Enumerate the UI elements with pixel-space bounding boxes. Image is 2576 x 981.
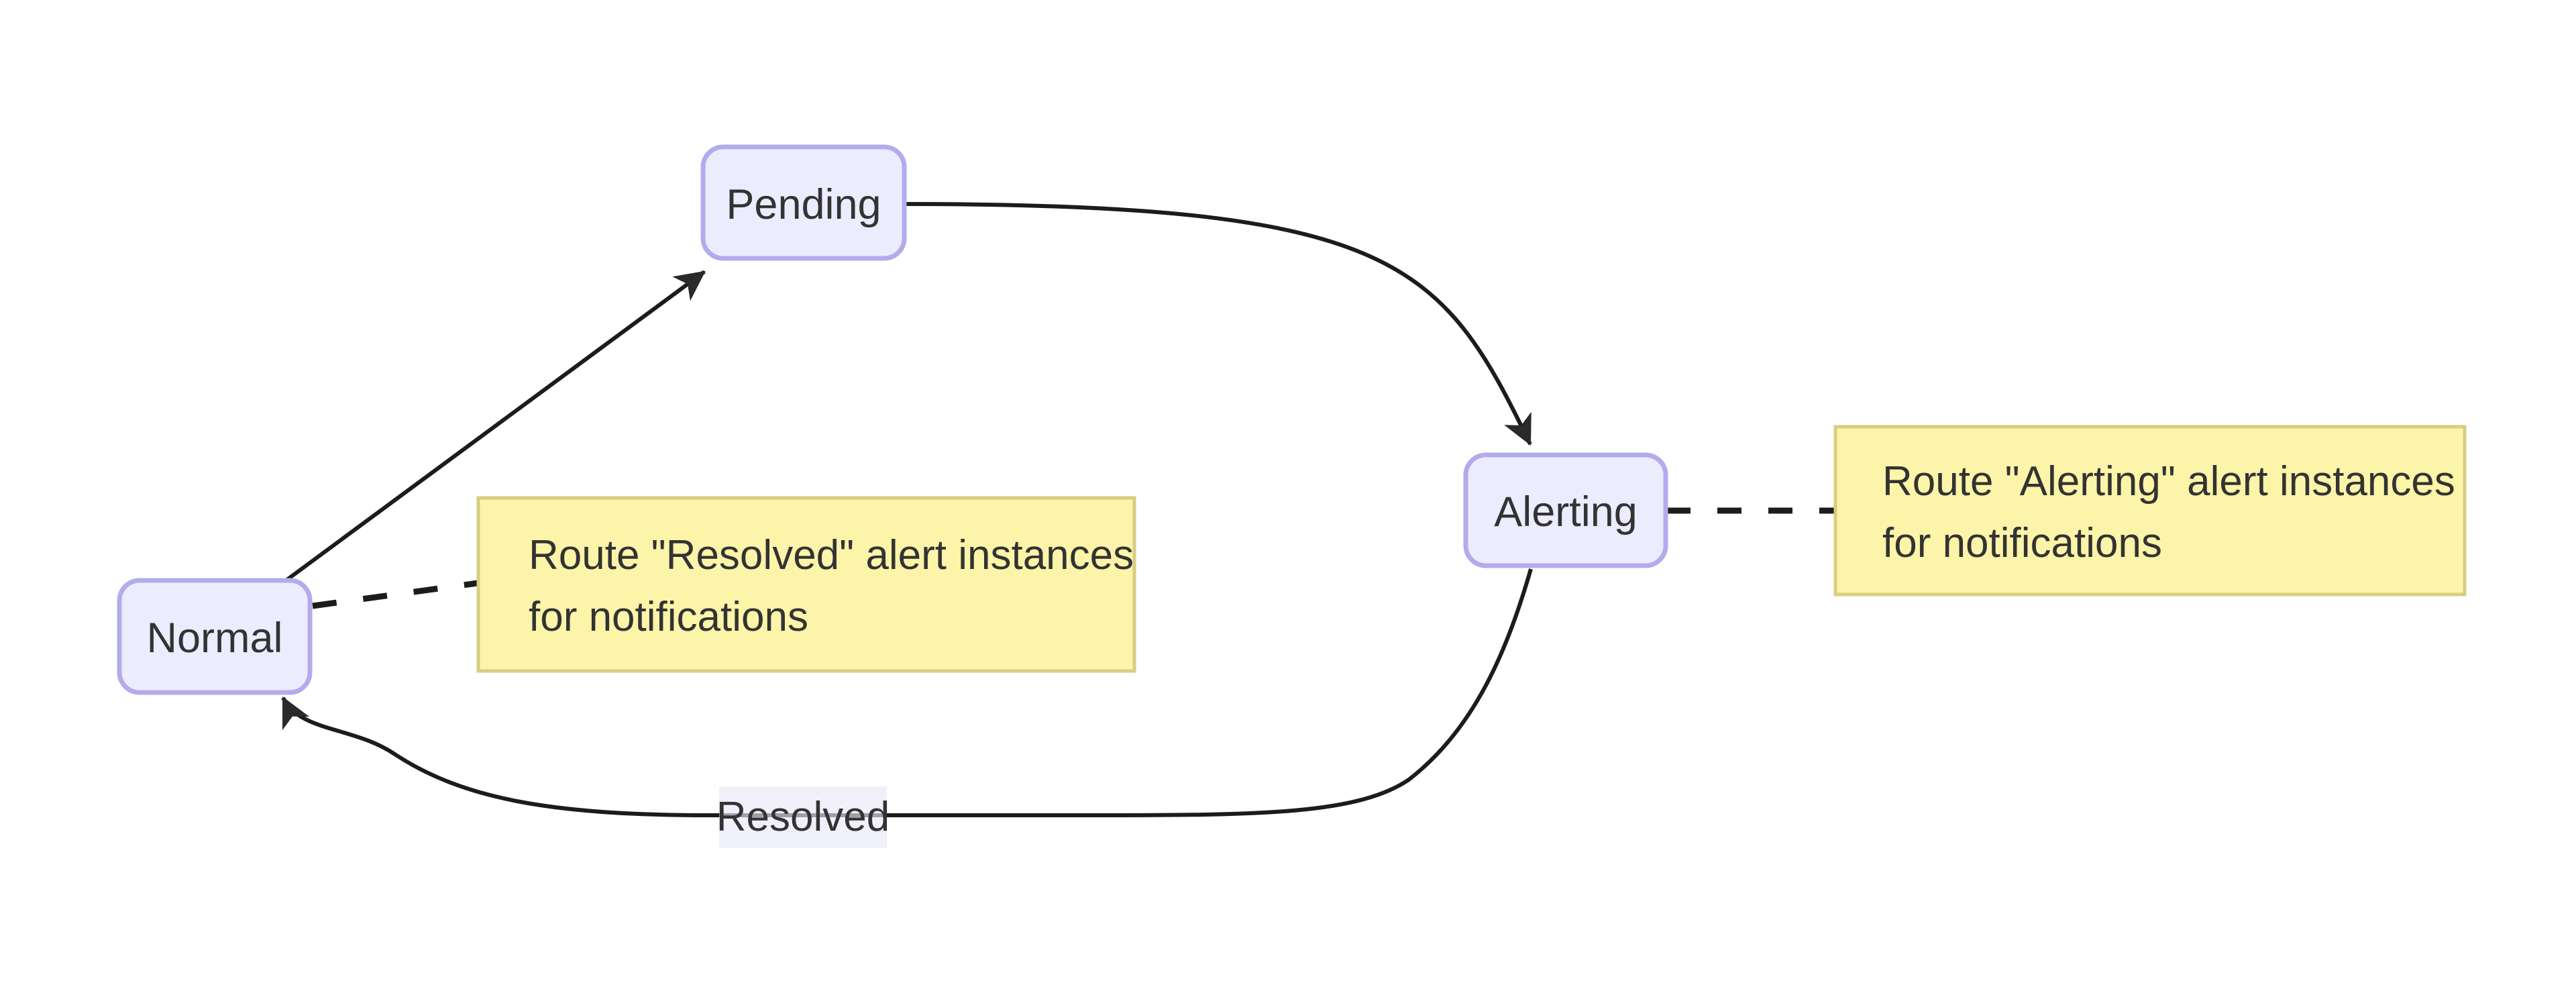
note-resolved-routing: Route "Resolved" alert instances for not… — [476, 496, 1136, 673]
edge-label-text: Resolved — [716, 794, 890, 840]
edge-label-background — [719, 786, 887, 848]
edge-label-resolved: Resolved — [716, 786, 890, 848]
note-resolved-routing-line1: Route "Resolved" alert instances — [529, 532, 1134, 578]
edge-pending-to-alerting — [904, 202, 1532, 446]
state-node-normal-label: Normal — [146, 615, 282, 662]
edge-alerting-to-normal — [281, 568, 1533, 817]
note-alerting-routing: Route "Alerting" alert instances for not… — [1833, 425, 2467, 597]
note-resolved-routing-line2: for notifications — [529, 594, 808, 640]
state-node-pending-box — [700, 144, 907, 261]
edge-normal-to-pending — [284, 270, 706, 583]
note-alerting-routing-box — [1833, 425, 2467, 597]
state-node-alerting: Alerting — [1463, 452, 1668, 568]
note-link-normal — [312, 580, 478, 609]
state-node-normal: Normal — [117, 578, 313, 695]
state-node-alerting-label: Alerting — [1494, 488, 1638, 535]
state-node-alerting-box — [1463, 452, 1668, 568]
note-resolved-routing-box — [476, 496, 1136, 673]
note-alerting-routing-line2: for notifications — [1882, 520, 2162, 566]
state-node-pending-label: Pending — [726, 181, 881, 228]
state-node-pending: Pending — [700, 144, 907, 261]
note-alerting-routing-line1: Route "Alerting" alert instances — [1882, 458, 2455, 505]
state-node-normal-box — [117, 578, 313, 695]
